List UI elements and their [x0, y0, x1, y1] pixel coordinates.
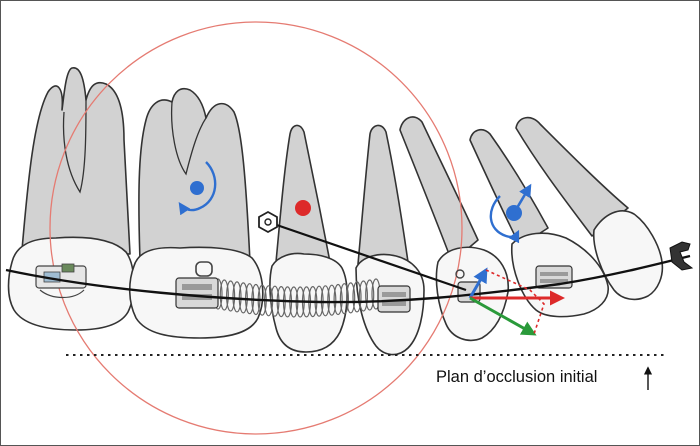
center-dot-premolar: [190, 181, 204, 195]
force-vector-intrusion: [468, 267, 488, 299]
coil-loop: [320, 285, 330, 317]
anchorage-wire: [267, 220, 467, 292]
rotation-arrow-icon: [178, 161, 217, 216]
incisor-vector-blue: [512, 183, 532, 214]
coil-loop: [352, 281, 362, 313]
hex-nut-icon: [258, 210, 278, 234]
premolar-2-root: [275, 124, 331, 263]
coil-loop: [232, 281, 242, 313]
molar-root: [21, 67, 131, 255]
coil-loop: [333, 283, 343, 316]
coil-loop: [358, 280, 368, 312]
center-of-resistance-circle: [49, 21, 463, 435]
incisor-3-crown: [592, 210, 664, 301]
coil-loop: [346, 282, 356, 314]
lateral-incisor-root: [399, 116, 479, 263]
coil-loop: [339, 283, 349, 315]
canine-root: [357, 124, 409, 265]
premolar-1-root: [138, 87, 251, 263]
premolar-furcation: [170, 101, 207, 176]
archwire: [5, 254, 691, 304]
coil-loop: [226, 280, 236, 312]
coil-loop: [365, 279, 375, 311]
center-dot-red: [295, 200, 311, 216]
wire-hook: [669, 241, 694, 271]
coil-loop: [219, 279, 229, 311]
force-parallelogram: [485, 269, 545, 335]
force-vector-resultant: [469, 296, 537, 336]
occlusal-plane-caption: Plan d’occlusion initial: [436, 368, 598, 386]
incisor-3-root: [515, 116, 629, 237]
canine-bracket: [377, 285, 411, 313]
rotation-arrow-icon-incisor: [489, 195, 520, 244]
molar-root-furcation: [62, 99, 87, 194]
coil-loop: [327, 284, 337, 316]
